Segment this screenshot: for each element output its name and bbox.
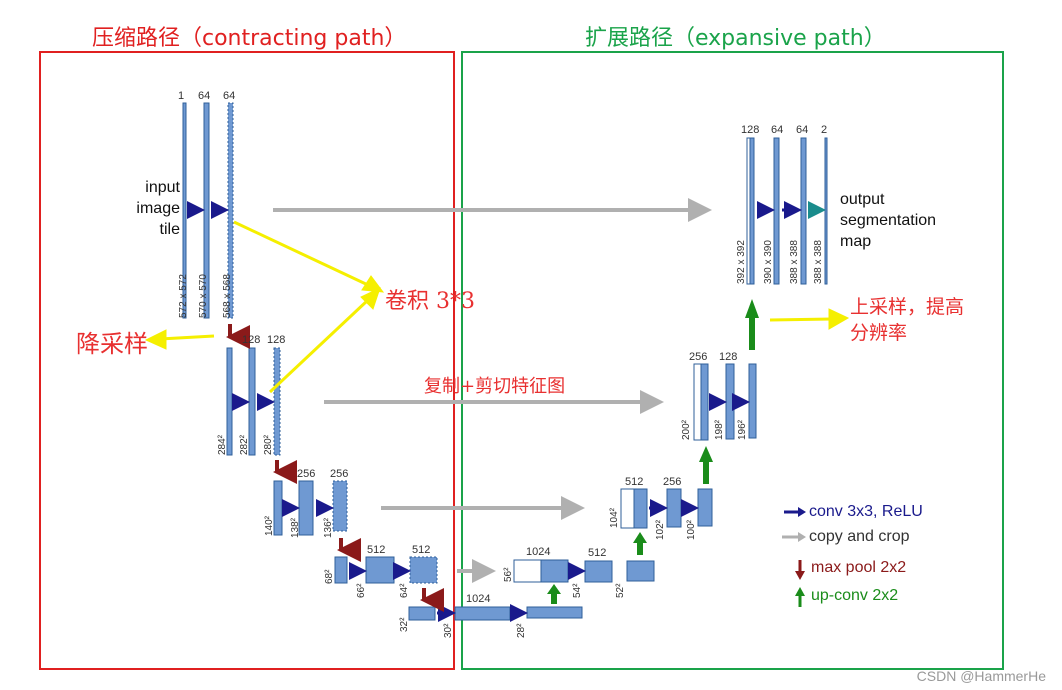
channel-label-l1-1: 1 (178, 90, 185, 102)
copy-crop-annotation: 复制+剪切特征图 (424, 376, 566, 397)
conv-arrows (187, 201, 802, 622)
channel-label-l2-1: 128 (242, 334, 261, 346)
size-label-r3-2: 102² (655, 519, 666, 540)
feature-map-l4-2 (365, 556, 395, 584)
feature-map-r2-2 (725, 363, 735, 440)
contracting-path-title: 压缩路径（contracting path） (92, 26, 407, 51)
channel-label-l4-2: 512 (412, 544, 431, 556)
feature-map-r2-1 (700, 363, 709, 441)
upsample-annotation: 上采样，提高 分辨率 (850, 296, 965, 344)
legend-up-label: up-conv 2x2 (811, 587, 899, 604)
feature-map-r2-3 (748, 363, 757, 439)
size-label-r4-2: 54² (572, 583, 583, 598)
input-image-tile-label: input image tile (136, 179, 180, 238)
feature-map-r3-1 (633, 488, 648, 529)
feature-map-bottom-2 (454, 606, 511, 621)
size-label-bottom-2: 30² (443, 623, 454, 638)
feature-map-l4-1 (334, 556, 348, 584)
feature-map-r4-2 (584, 560, 613, 583)
up-conv-arrows (547, 299, 759, 604)
feature-map-r1-2 (773, 137, 780, 285)
downsample-annotation: 降采样 (76, 330, 148, 358)
channel-label-r1-4: 2 (821, 124, 828, 136)
feature-map-r4-copy (513, 559, 542, 583)
feature-map-l3-2 (298, 480, 314, 536)
legend-pool-arrow-icon (795, 560, 805, 580)
channel-label-r3-2: 256 (663, 476, 682, 488)
legend-copy-label: copy and crop (809, 528, 910, 545)
size-label-l3-2: 138² (290, 517, 301, 538)
feature-map-l3-1 (273, 480, 283, 536)
channel-label-l2-2: 128 (267, 334, 286, 346)
feature-map-l3-3 (332, 480, 348, 532)
size-label-l4-1: 68² (324, 569, 335, 584)
size-label-l2-1: 284² (217, 434, 228, 455)
size-label-r1-4: 388 x 388 (813, 240, 824, 284)
annotation-arrows (144, 220, 850, 394)
channel-label-l1-3: 64 (223, 90, 236, 102)
feature-map-r4-1 (540, 559, 569, 583)
contracting-path-box (39, 51, 455, 670)
feature-map-r3-2 (666, 488, 682, 528)
size-label-r1-3: 388 x 388 (789, 240, 800, 284)
legend-up-arrow-icon (795, 587, 805, 607)
legend-copy-arrow-icon (782, 532, 806, 542)
size-label-r2-2: 198² (714, 419, 725, 440)
size-label-l1-1: 572 x 572 (178, 274, 189, 318)
feature-map-l4-3 (409, 556, 438, 584)
output-segmentation-map-label: output segmentation map (840, 191, 937, 250)
feature-map-r3-3 (697, 488, 713, 527)
expansive-path-box (461, 51, 1004, 670)
size-label-bottom-1: 32² (399, 617, 410, 632)
channel-label-l1-2: 64 (198, 90, 211, 102)
size-label-bottom-3: 28² (516, 623, 527, 638)
feature-map-r1-out (824, 137, 828, 285)
feature-map-bottom-1 (408, 606, 436, 621)
legend-pool-label: max pool 2x2 (811, 559, 907, 576)
size-label-r3-1: 104² (609, 507, 620, 528)
size-label-r2-1: 200² (681, 419, 692, 440)
channel-label-r4-1: 512 (588, 547, 607, 559)
watermark: CSDN @HammerHe (916, 668, 1046, 684)
channel-label-l3-2: 256 (330, 468, 349, 480)
size-label-l3-1: 140² (264, 515, 275, 536)
expansive-path-title: 扩展路径（expansive path） (585, 26, 886, 51)
feature-map-r2-copy (693, 363, 702, 441)
max-pool-arrows (226, 324, 444, 612)
feature-map-r1-1 (749, 137, 755, 285)
size-label-r4-3: 52² (615, 583, 626, 598)
size-label-l1-3: 568 x 568 (222, 274, 233, 318)
channel-label-l4-1: 512 (367, 544, 386, 556)
feature-map-r4-3 (626, 560, 655, 582)
size-label-l4-2: 66² (356, 583, 367, 598)
legend-conv-arrow-icon (784, 507, 806, 517)
size-label-r3-3: 100² (686, 519, 697, 540)
size-label-l3-3: 136² (323, 517, 334, 538)
feature-map-r3-copy (620, 488, 635, 529)
channel-label-l3-1: 256 (297, 468, 316, 480)
channel-label-r2-1: 256 (689, 351, 708, 363)
size-label-r4-1: 56² (503, 567, 514, 582)
feature-map-l1-1 (182, 102, 187, 319)
channel-label-r3-1: 512 (625, 476, 644, 488)
conv-annotation: 卷积 3*3 (385, 289, 475, 314)
feature-map-l2-3 (273, 347, 281, 456)
channel-label-r1-3: 64 (796, 124, 809, 136)
channel-label-r1-1: 128 (741, 124, 760, 136)
feature-map-r1-3 (800, 137, 807, 285)
size-label-l2-3: 280² (263, 434, 274, 455)
size-label-r1-2: 390 x 390 (763, 240, 774, 284)
size-label-l1-2: 570 x 570 (198, 274, 209, 318)
channel-label-r1-2: 64 (771, 124, 784, 136)
size-label-l2-2: 282² (239, 434, 250, 455)
legend-conv-label: conv 3x3, ReLU (809, 503, 923, 520)
channel-label-bottom: 1024 (466, 593, 491, 605)
size-label-l4-3: 64² (399, 583, 410, 598)
channel-label-r2-2: 128 (719, 351, 738, 363)
channel-label-bottom-right: 1024 (526, 546, 551, 558)
size-label-r1-1: 392 x 392 (736, 240, 747, 284)
feature-map-bottom-3 (526, 606, 583, 619)
size-label-r2-3: 196² (737, 419, 748, 440)
